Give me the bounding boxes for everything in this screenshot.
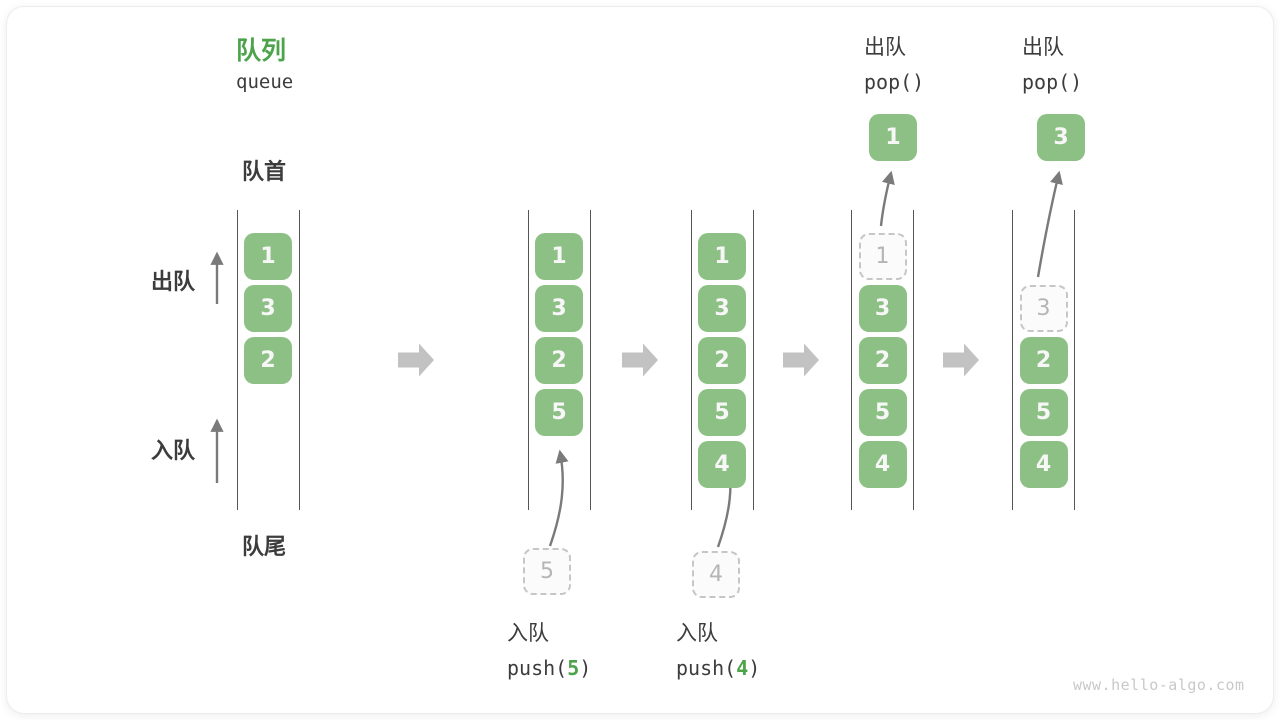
queue-cell: 1: [244, 233, 292, 280]
operation-code: pop(): [1022, 70, 1083, 94]
queue-cell: 2: [1019, 337, 1068, 384]
queue-cell: 2: [858, 337, 907, 384]
operation-push-5: 入队 push(5): [507, 617, 591, 680]
queue-state-5: [1012, 210, 1075, 510]
queue-state-4: [851, 210, 914, 510]
queue-cell-dashed: 3: [1019, 285, 1068, 332]
label-queue-rear: 队尾: [242, 534, 287, 559]
queue-state-2: [527, 210, 591, 510]
queue-cell: 5: [535, 389, 583, 436]
queue-cell: 3: [858, 285, 907, 332]
push-arg: 4: [736, 656, 749, 680]
operation-pop-second: 出队 pop(): [1022, 31, 1082, 94]
label-queue-front: 队首: [242, 159, 287, 184]
queue-cell-dashed: 1: [858, 233, 907, 280]
operation-label: 入队: [676, 622, 718, 645]
popped-cell: 1: [869, 114, 917, 161]
queue-cell: 2: [535, 337, 583, 384]
operation-code: push(4): [676, 656, 761, 680]
queue-cell: 1: [535, 233, 583, 280]
operation-label: 出队: [864, 36, 906, 59]
operation-push-4: 入队 push(4): [676, 617, 760, 680]
page-title: 队列: [236, 37, 287, 65]
queue-cell: 1: [698, 233, 746, 280]
staged-cell: 4: [692, 551, 740, 598]
diagram-card: [6, 6, 1274, 714]
queue-cell: 4: [1019, 441, 1068, 488]
queue-cell: 2: [698, 337, 746, 384]
operation-code: push(5): [507, 656, 592, 680]
queue-cell: 5: [698, 389, 746, 436]
queue-cell: 5: [1019, 389, 1068, 436]
queue-state-3: [690, 210, 754, 510]
queue-cell: 3: [535, 285, 583, 332]
operation-pop-first: 出队 pop(): [864, 31, 924, 94]
popped-cell: 3: [1037, 114, 1085, 161]
queue-cell: 5: [858, 389, 907, 436]
staged-cell: 5: [523, 548, 571, 595]
queue-cell: 2: [244, 337, 292, 384]
label-enqueue: 入队: [151, 438, 196, 463]
queue-cell: 3: [698, 285, 746, 332]
operation-label: 出队: [1022, 36, 1064, 59]
queue-cell: 3: [244, 285, 292, 332]
page-subtitle: queue: [236, 71, 294, 93]
push-arg: 5: [567, 656, 580, 680]
label-dequeue: 出队: [151, 269, 196, 294]
operation-code: pop(): [864, 70, 925, 94]
watermark: www.hello-algo.com: [1073, 676, 1245, 694]
queue-state-1: [236, 210, 300, 510]
queue-cell: 4: [858, 441, 907, 488]
queue-cell: 4: [698, 441, 746, 488]
operation-label: 入队: [507, 622, 549, 645]
